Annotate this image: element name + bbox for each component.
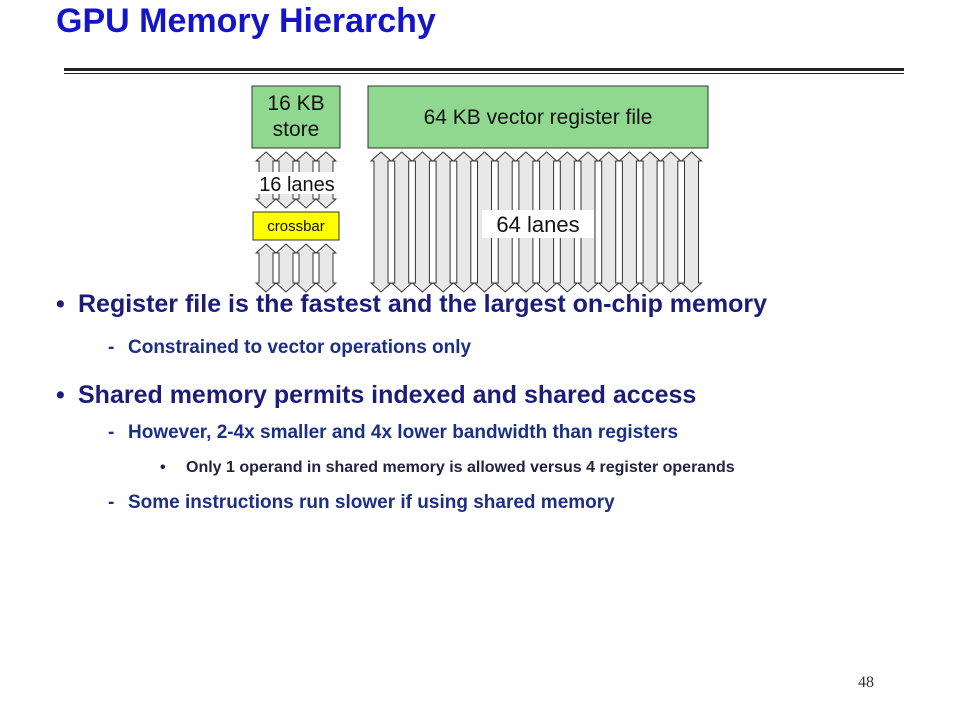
register-file-label: 64 KB vector register file xyxy=(424,106,653,129)
bullet-shared-memory: • Shared memory permits indexed and shar… xyxy=(56,381,916,410)
lanes-small-label-bg xyxy=(254,172,340,194)
shared-store-box xyxy=(251,85,341,149)
memory-diagram: 16 KB store 64 KB vector register file 1… xyxy=(251,85,709,293)
store-label-line1: 16 KB xyxy=(267,92,324,115)
lanes-small-label: 16 lanes xyxy=(259,174,335,196)
sub-bullet-text: However, 2-4x smaller and 4x lower bandw… xyxy=(128,422,679,443)
lane-arrow xyxy=(411,151,434,293)
crossbar-label: crossbar xyxy=(267,218,325,235)
page-number: 48 xyxy=(858,674,874,691)
sub-bullet-vector-ops: - Constrained to vector operations only xyxy=(56,337,916,359)
lane-arrow xyxy=(659,151,683,293)
lane-arrow xyxy=(369,151,393,293)
store-label-line2: store xyxy=(273,118,320,141)
register-file-box xyxy=(367,85,709,149)
bullet-dot: • xyxy=(56,290,65,318)
title-divider xyxy=(64,68,904,74)
lane-arrow xyxy=(638,151,662,293)
dash-mark: - xyxy=(108,337,115,358)
slide-title: GPU Memory Hierarchy xyxy=(56,2,436,40)
bullet-text: Shared memory permits indexed and shared… xyxy=(78,381,697,409)
bullet-text: Register file is the fastest and the lar… xyxy=(78,290,768,318)
bullet-dot: • xyxy=(160,459,166,476)
lane-arrow xyxy=(294,243,318,293)
bullet-register-file: • Register file is the fastest and the l… xyxy=(56,290,916,319)
dash-mark: - xyxy=(108,422,115,443)
sub-bullet-slower: - Some instructions run slower if using … xyxy=(56,492,916,514)
bullet-list: • Register file is the fastest and the l… xyxy=(56,290,916,514)
sub-sub-bullet-operands: • Only 1 operand in shared memory is all… xyxy=(56,458,916,478)
bullet-dot: • xyxy=(56,381,65,409)
sub-sub-bullet-text: Only 1 operand in shared memory is allow… xyxy=(186,459,735,476)
sub-bullet-text: Constrained to vector operations only xyxy=(128,337,472,358)
lane-arrow xyxy=(314,243,338,293)
lane-arrow xyxy=(274,243,298,293)
crossbar-box xyxy=(252,211,340,241)
sub-bullet-bandwidth: - However, 2-4x smaller and 4x lower ban… xyxy=(56,422,916,444)
lane-arrow xyxy=(390,151,414,293)
sub-bullet-text: Some instructions run slower if using sh… xyxy=(128,492,615,513)
lane-arrow xyxy=(431,151,455,293)
lane-arrow xyxy=(254,243,278,293)
lane-arrow xyxy=(618,151,641,293)
dash-mark: - xyxy=(108,492,115,513)
lanes-large-label: 64 lanes xyxy=(496,212,579,237)
lane-arrow xyxy=(597,151,621,293)
lane-arrow xyxy=(680,151,703,293)
lane-arrow xyxy=(452,151,476,293)
lanes-large-label-bg xyxy=(482,210,594,238)
